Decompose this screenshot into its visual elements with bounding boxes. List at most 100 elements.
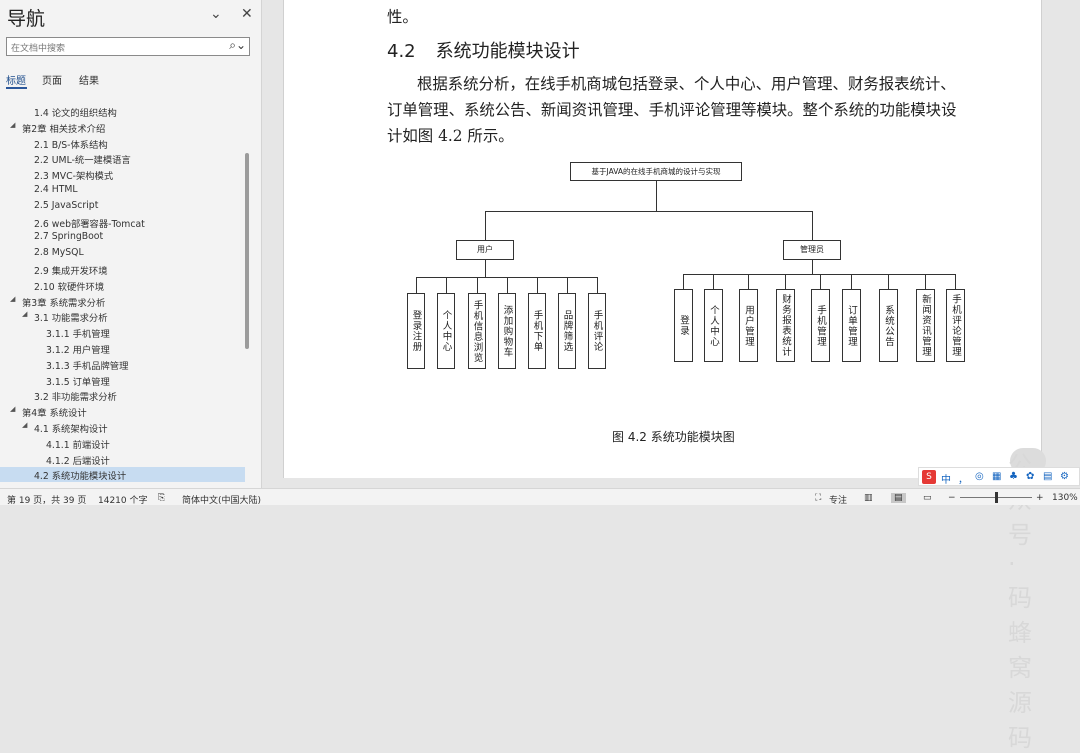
- connector-line: [812, 211, 813, 240]
- paragraph-tail: 性。: [387, 8, 418, 26]
- heading-tree-label: 3.1.3 手机品牌管理: [46, 360, 129, 372]
- proofing-icon[interactable]: ⎘: [158, 493, 166, 503]
- chevron-down-icon[interactable]: ⌄: [210, 6, 222, 22]
- heading-tree-item[interactable]: 2.7 SpringBoot: [0, 230, 245, 245]
- heading-text: 系统功能模块设计: [435, 41, 580, 62]
- heading-tree-label: 3.1.1 手机管理: [46, 329, 110, 341]
- expand-toggle-icon[interactable]: ◢: [10, 120, 16, 129]
- zoom-slider-thumb[interactable]: [995, 492, 998, 503]
- heading-tree-item[interactable]: 2.6 web部署容器-Tomcat: [0, 215, 245, 230]
- focus-mode-button[interactable]: 专注: [829, 496, 848, 506]
- expand-toggle-icon[interactable]: ◢: [22, 310, 28, 319]
- focus-icon[interactable]: ⛶: [815, 493, 822, 503]
- heading-tree-item[interactable]: ◢ 第3章 系统需求分析: [0, 294, 245, 309]
- heading-tree-label: 3.1.2 用户管理: [46, 345, 110, 356]
- admin-module-box: 财务报表统计: [776, 289, 795, 362]
- heading-tree-item[interactable]: 3.1.5 订单管理: [0, 373, 245, 388]
- expand-toggle-icon[interactable]: ◢: [10, 294, 16, 303]
- word-count[interactable]: 14210 个字: [98, 496, 148, 506]
- ime-tool-icon[interactable]: ◎: [975, 471, 984, 482]
- tab-headings[interactable]: 标题: [6, 76, 26, 87]
- heading-tree-label: 2.2 UML-统一建模语言: [34, 155, 131, 167]
- heading-tree-item[interactable]: 4.1.1 前端设计: [0, 436, 245, 451]
- zoom-in-button[interactable]: +: [1036, 493, 1044, 503]
- heading-tree-item[interactable]: 4.2 系统功能模块设计: [0, 467, 245, 483]
- ime-tool-icon[interactable]: ⚙: [1060, 471, 1069, 482]
- heading-tree-item[interactable]: 2.10 软硬件环境: [0, 278, 245, 293]
- paragraph-line-1: 根据系统分析，在线手机商城包括登录、个人中心、用户管理、财务报表统计、: [417, 75, 956, 93]
- ime-tool-icon[interactable]: ♣: [1009, 471, 1018, 482]
- navigation-pane: 导航 ⌄ ✕ 在文档中搜索 ⌕⌄ 标题 页面 结果 1.4 论文的组织结构◢第2…: [0, 0, 262, 488]
- connector-line: [955, 274, 956, 289]
- heading-tree-label: 2.4 HTML: [34, 184, 78, 195]
- heading-tree-item[interactable]: 3.1.1 手机管理: [0, 325, 245, 340]
- connector-line: [416, 277, 417, 293]
- heading-tree-item[interactable]: 3.2 非功能需求分析: [0, 388, 245, 403]
- web-layout-icon[interactable]: ▭: [923, 493, 932, 503]
- connector-line: [477, 277, 478, 293]
- heading-tree-label: 2.8 MySQL: [34, 247, 84, 259]
- tab-pages[interactable]: 页面: [42, 76, 62, 87]
- heading-tree-label: 2.10 软硬件环境: [34, 281, 105, 293]
- heading-tree-item[interactable]: 2.2 UML-统一建模语言: [0, 151, 245, 166]
- heading-tree-item[interactable]: ◢ 3.1 功能需求分析: [0, 309, 245, 324]
- connector-line: [416, 277, 597, 278]
- close-icon[interactable]: ✕: [241, 6, 253, 22]
- zoom-out-button[interactable]: −: [948, 493, 956, 503]
- print-layout-icon[interactable]: ▤: [891, 493, 906, 503]
- nav-scrollbar[interactable]: [245, 153, 249, 349]
- ime-tool-icon[interactable]: 中: [941, 475, 951, 486]
- admin-module-box: 登录: [674, 289, 693, 362]
- heading-tree-label: 2.3 MVC-架构模式: [34, 171, 114, 183]
- heading-tree-label: 3.1 功能需求分析: [34, 313, 108, 325]
- admin-module-box: 个人中心: [704, 289, 723, 362]
- heading-tree-item[interactable]: 1.4 论文的组织结构: [0, 104, 245, 119]
- heading-tree-label: 第3章 系统需求分析: [22, 297, 106, 309]
- heading-tree-label: 3.2 非功能需求分析: [34, 392, 117, 404]
- ime-logo-icon: S: [922, 470, 936, 484]
- connector-line: [851, 274, 852, 289]
- diagram-admin-node: 管理员: [783, 240, 841, 260]
- heading-tree-label: 4.1 系统架构设计: [34, 424, 108, 435]
- heading-tree-item[interactable]: ◢第2章 相关技术介绍: [0, 120, 245, 135]
- expand-toggle-icon[interactable]: ◢: [10, 405, 16, 414]
- connector-line: [812, 260, 813, 274]
- search-placeholder: 在文档中搜索: [11, 44, 66, 54]
- heading-tree-item[interactable]: 3.1.3 手机品牌管理: [0, 357, 245, 372]
- ime-tool-icon[interactable]: ，: [958, 475, 968, 486]
- paragraph-line-3: 计如图 4.2 所示。: [387, 127, 514, 145]
- zoom-level[interactable]: 130%: [1052, 493, 1078, 503]
- heading-tree-item[interactable]: ◢第4章 系统设计: [0, 404, 245, 419]
- heading-tree-item[interactable]: 3.1.2 用户管理: [0, 341, 245, 356]
- ime-tool-icon[interactable]: ▤: [1043, 471, 1053, 482]
- ime-tool-icon[interactable]: ✿: [1026, 471, 1035, 482]
- ime-tool-icon[interactable]: ▦: [992, 471, 1002, 482]
- heading-tree-item[interactable]: 4.1.2 后端设计: [0, 452, 245, 467]
- connector-line: [485, 211, 486, 240]
- language-status[interactable]: 简体中文(中国大陆): [182, 496, 262, 506]
- heading-tree-item[interactable]: 2.3 MVC-架构模式: [0, 167, 245, 182]
- ime-toolbar[interactable]: S 中 ， ◎ ▦ ♣ ✿ ▤ ⚙: [918, 467, 1080, 486]
- heading-tree-item[interactable]: 2.5 JavaScript: [0, 199, 245, 214]
- heading-tree-item[interactable]: 2.9 集成开发环境: [0, 262, 245, 277]
- tab-results[interactable]: 结果: [79, 76, 99, 87]
- diagram-root-node: 基于JAVA的在线手机商城的设计与实现: [570, 162, 742, 181]
- user-module-box: 添加购物车: [498, 293, 516, 369]
- connector-line: [656, 181, 657, 211]
- heading-tree-item[interactable]: 2.1 B/S-体系结构: [0, 136, 245, 151]
- search-input[interactable]: 在文档中搜索 ⌕⌄: [6, 37, 250, 56]
- user-module-box: 手机信息浏览: [468, 293, 486, 369]
- heading-tree-item[interactable]: 2.4 HTML: [0, 183, 245, 198]
- connector-line: [683, 274, 684, 289]
- heading-tree-item[interactable]: ◢ 4.1 系统架构设计: [0, 420, 245, 435]
- admin-module-box: 系统公告: [879, 289, 898, 362]
- expand-toggle-icon[interactable]: ◢: [22, 421, 28, 429]
- page-count[interactable]: 第 19 页，共 39 页: [7, 496, 87, 506]
- read-mode-icon[interactable]: ▥: [864, 493, 873, 503]
- search-icon[interactable]: ⌕⌄: [229, 38, 246, 52]
- connector-line: [567, 277, 568, 293]
- admin-module-box: 订单管理: [842, 289, 861, 362]
- heading-tree-item[interactable]: 2.8 MySQL: [0, 246, 245, 261]
